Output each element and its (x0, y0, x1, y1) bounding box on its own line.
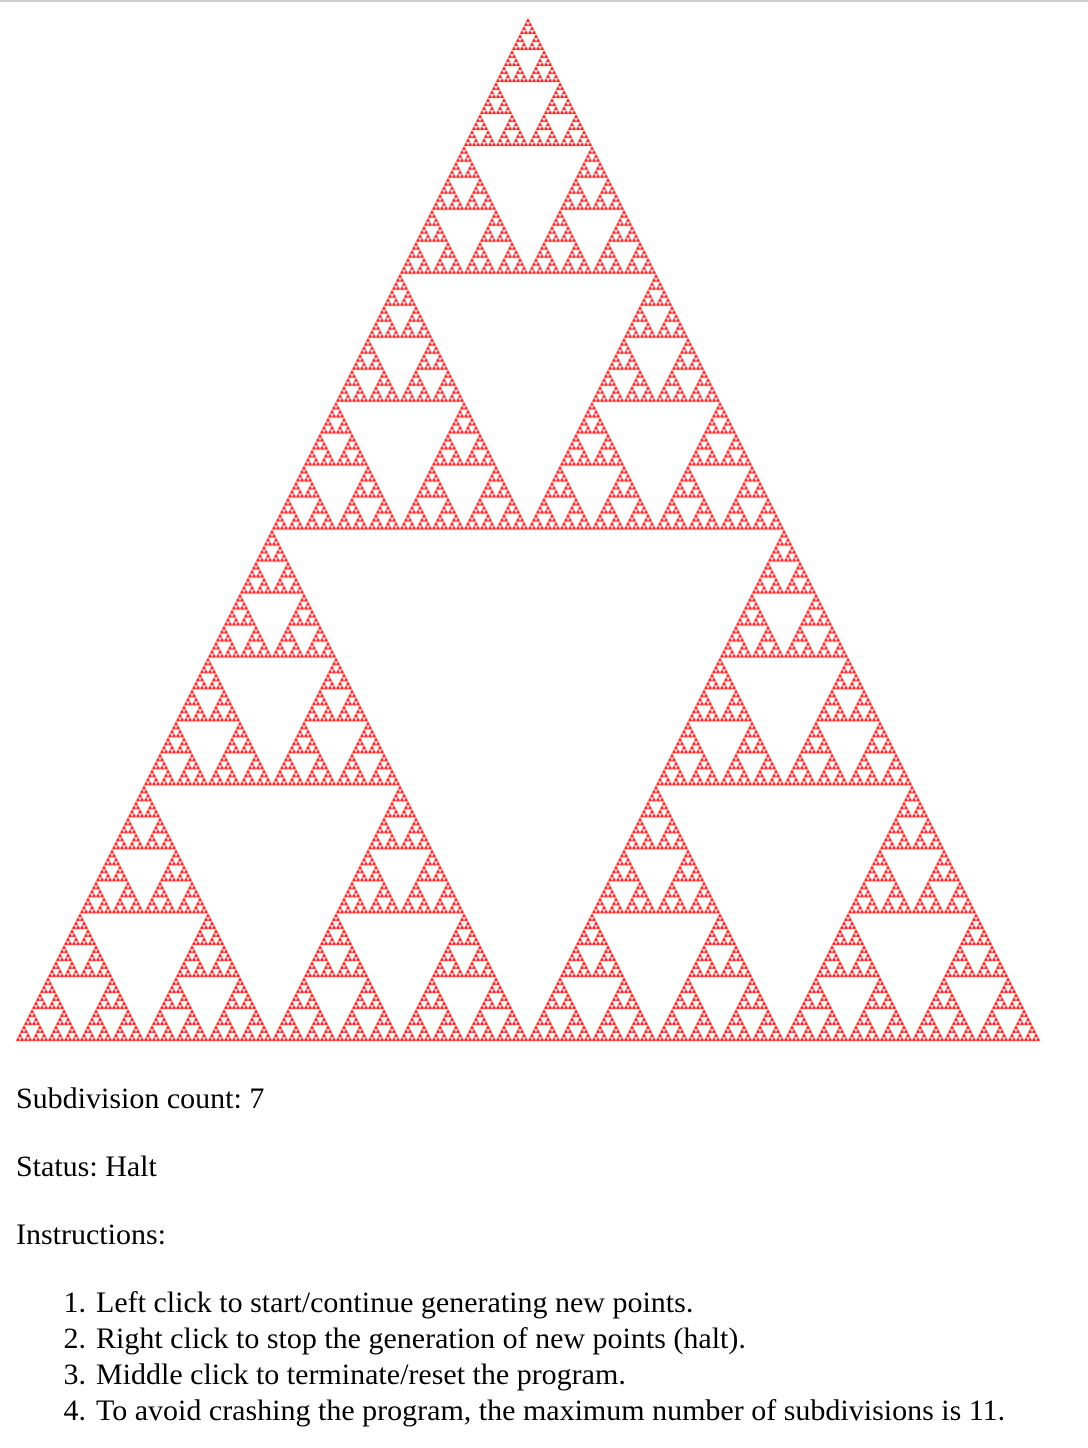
instruction-text: Left click to start/continue generating … (96, 1286, 694, 1319)
instruction-item: 3. Middle click to terminate/reset the p… (0, 1357, 1005, 1393)
instruction-item: 4. To avoid crashing the program, the ma… (0, 1393, 1006, 1429)
instruction-number: 2. (63, 1322, 87, 1355)
instruction-text: Middle click to terminate/reset the prog… (96, 1358, 626, 1391)
instruction-text: Right click to stop the generation of ne… (96, 1322, 746, 1355)
status-value: Halt (105, 1150, 157, 1183)
instruction-text: To avoid crashing the program, the maxim… (96, 1394, 1006, 1427)
status-line: Status: Halt (16, 1150, 157, 1184)
instruction-item: 2. Right click to stop the generation of… (0, 1321, 1005, 1357)
instruction-number: 4. (63, 1394, 87, 1427)
instructions-list: 1. Left click to start/continue generati… (0, 1285, 1006, 1429)
instruction-number: 3. (63, 1358, 87, 1391)
sierpinski-canvas[interactable] (0, 0, 1088, 1060)
instructions-heading: Instructions: (16, 1218, 166, 1251)
instruction-item: 1. Left click to start/continue generati… (0, 1285, 1005, 1321)
subdivision-count-value: 7 (249, 1082, 265, 1115)
subdivision-count-label: Subdivision count: (16, 1082, 242, 1115)
instruction-number: 1. (63, 1286, 87, 1319)
status-label: Status: (16, 1150, 98, 1183)
subdivision-count: Subdivision count: 7 (16, 1082, 264, 1116)
